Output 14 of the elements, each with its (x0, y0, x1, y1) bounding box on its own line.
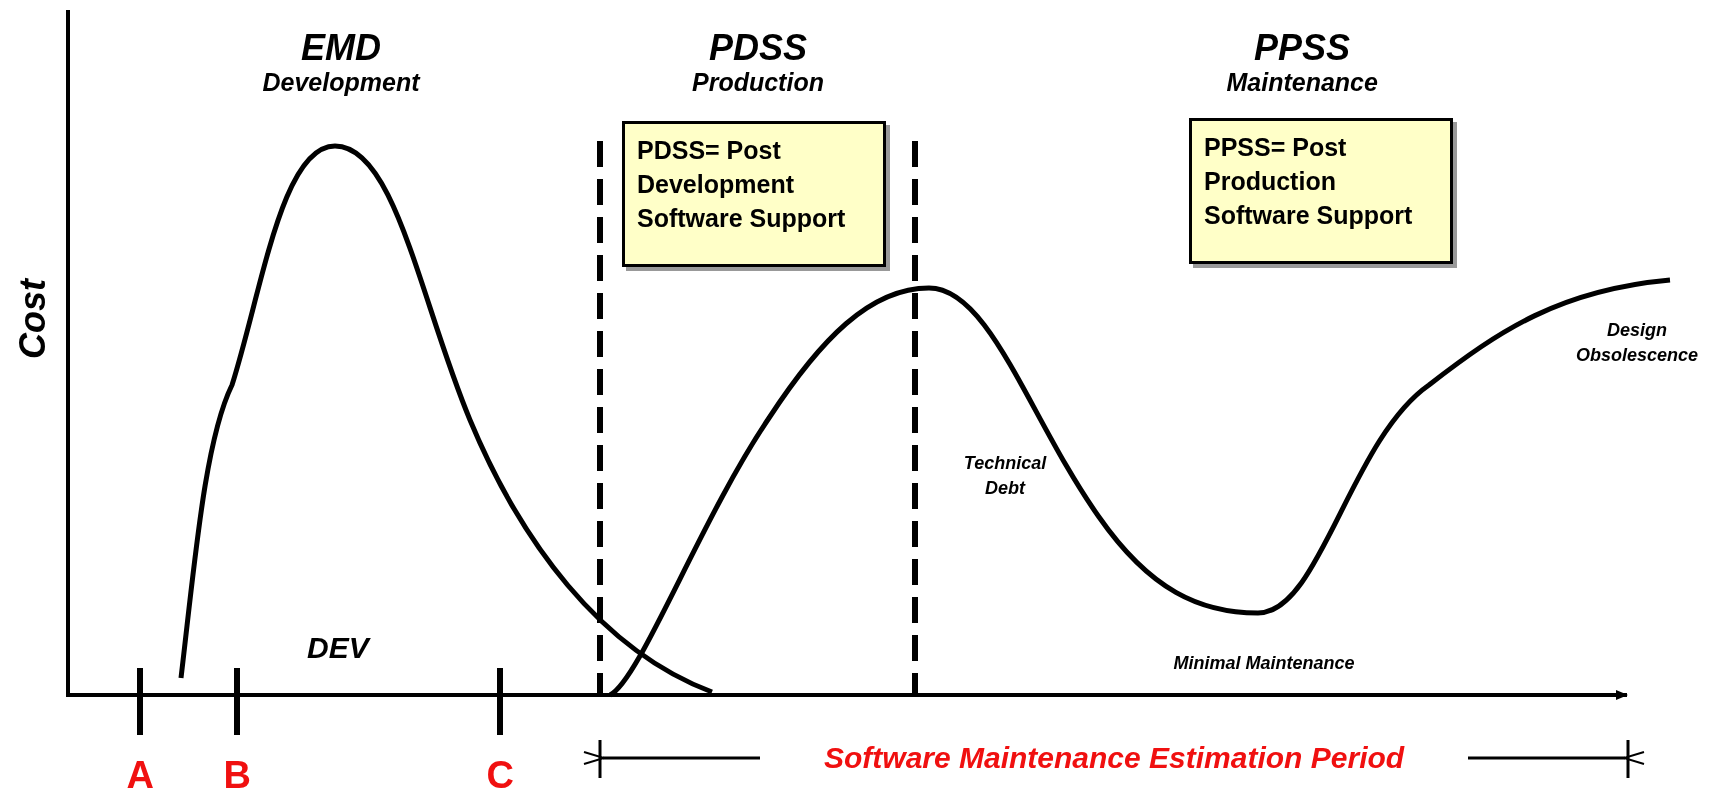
milestone-label: A (126, 753, 154, 796)
phase-subtitle: Production (692, 67, 824, 97)
curve-label: Design Obsolescence (1574, 319, 1700, 368)
curve-label: Minimal Maintenance (1173, 652, 1355, 674)
phase-subtitle: Maintenance (1226, 67, 1378, 97)
phase-title: PDSS (709, 27, 808, 69)
milestone-label: C (486, 753, 514, 796)
curve-label: Technical Debt (962, 452, 1048, 501)
phase-title: EMD (301, 27, 381, 69)
phase-title: PPSS (1254, 27, 1351, 69)
curve-label: DEV (307, 631, 369, 665)
axis-title: Cost (12, 279, 54, 359)
phase-subtitle: Development (262, 67, 420, 97)
milestone-label: B (223, 753, 251, 796)
